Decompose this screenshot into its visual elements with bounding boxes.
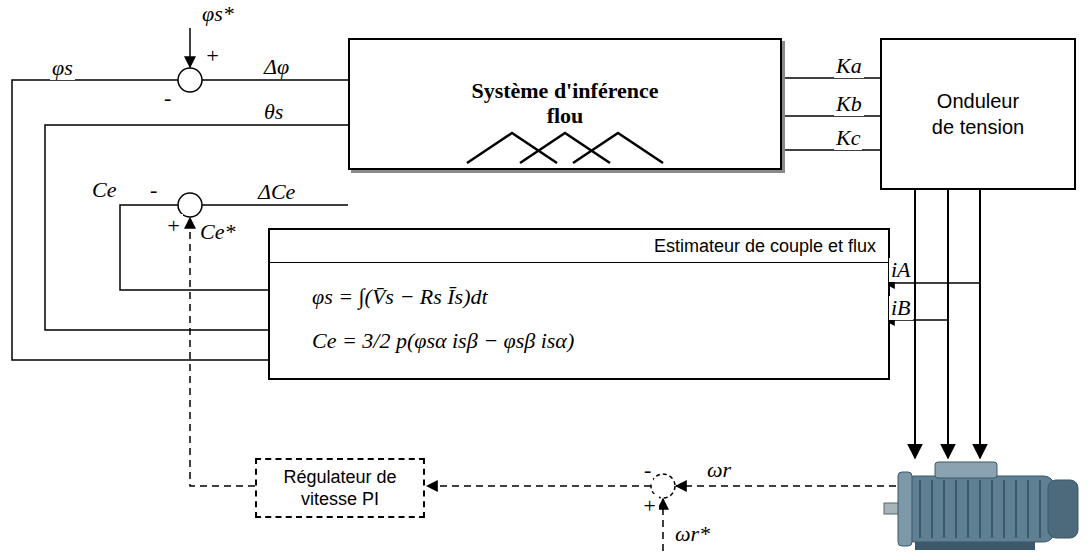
- signal-label: +: [164, 214, 183, 238]
- signal-label: -: [642, 458, 653, 482]
- node-title: Onduleur de tension: [926, 88, 1030, 140]
- speed-reference-wire: [662, 499, 664, 551]
- summing-junction: [178, 68, 202, 92]
- switching-signal: [782, 149, 880, 151]
- edge-label: Ka: [834, 54, 864, 78]
- fuzzy-inference-box: Système d'inférence flou: [348, 38, 782, 170]
- inverter-box: Onduleur de tension: [880, 38, 1076, 190]
- signal-label: iB: [889, 296, 913, 320]
- phase-wire: [979, 190, 981, 458]
- signal-label: φs: [50, 56, 75, 80]
- signal-label: Ce*: [198, 220, 237, 244]
- signal-label: +: [203, 44, 222, 68]
- edge-label: Kb: [834, 92, 864, 116]
- speed-error-wire: [427, 485, 651, 487]
- node-title: Régulateur de vitesse PI: [267, 466, 413, 510]
- membership-functions: [465, 131, 665, 165]
- phase-wire: [947, 190, 949, 458]
- membership-triangle: [573, 133, 663, 163]
- estimator-box: Estimateur de couple et flux φs = ∫(V̄s −…: [268, 228, 890, 380]
- signal-label: Ce: [90, 178, 118, 202]
- edge-label: ΔCe: [256, 180, 297, 204]
- speed-feedback-wire: [676, 485, 896, 487]
- signal-label: ωr*: [673, 522, 712, 546]
- switching-signal: [782, 115, 880, 117]
- signal-label: iA: [889, 258, 913, 282]
- torque-reference-wire: [190, 218, 255, 486]
- edge-label: θs: [262, 100, 285, 124]
- speed-controller-box: Régulateur de vitesse PI: [255, 458, 425, 518]
- signal-label: -: [148, 178, 159, 202]
- switching-signal: [782, 77, 880, 79]
- signal-label: ωr: [705, 458, 733, 482]
- signal-label: +: [640, 494, 659, 518]
- node-title: Estimateur de couple et flux: [270, 230, 888, 263]
- signal-label: φs*: [200, 2, 236, 26]
- edge-label: Δφ: [262, 55, 291, 79]
- formula-text: Ce = 3/2 p(φsα isβ − φsβ isα): [270, 327, 888, 355]
- node-title: Système d'inférence flou: [465, 78, 665, 128]
- phase-wire: [914, 190, 916, 458]
- reference-arrow: [189, 28, 191, 67]
- edge-label: Kc: [834, 126, 862, 150]
- signal-label: -: [162, 86, 173, 110]
- induction-motor: [884, 462, 1078, 550]
- formula-text: φs = ∫(V̄s − Rs Īs)dt: [270, 283, 888, 311]
- current-sense-wire: [884, 282, 980, 284]
